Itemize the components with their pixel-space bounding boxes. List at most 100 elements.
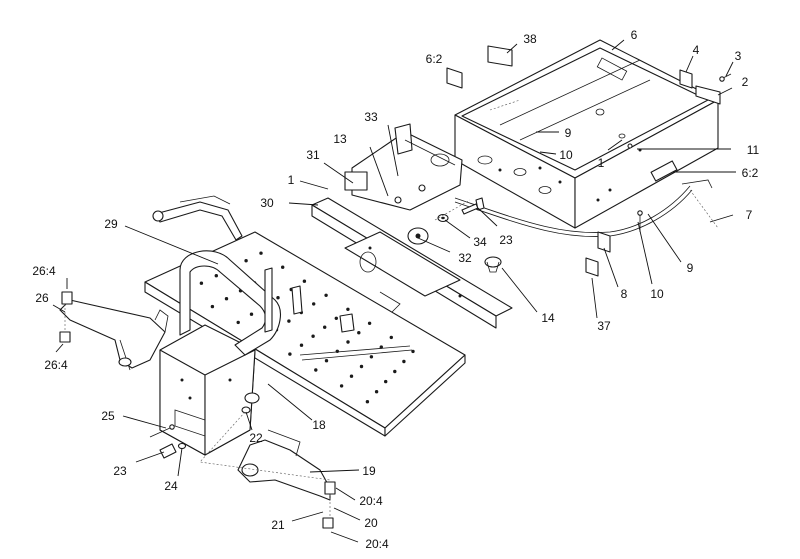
deck-hole xyxy=(374,390,379,394)
deck-hole xyxy=(224,297,229,301)
deck-hole xyxy=(402,359,406,364)
deck-hole xyxy=(249,312,254,316)
callout-labels: 38 6 4 3 2 6:2 33 13 31 1 9 10 1 11 6:2 … xyxy=(32,28,759,551)
callout-7: 7 xyxy=(746,208,753,222)
deck-hole xyxy=(339,384,344,388)
screw-3 xyxy=(722,73,732,79)
deck-hole xyxy=(323,325,327,329)
deck-hole xyxy=(411,349,415,354)
deck-hole xyxy=(281,265,285,269)
deck-hole xyxy=(359,364,364,369)
callout-26: 26 xyxy=(35,291,49,305)
bracket-2 xyxy=(695,85,721,105)
seat-support-bracket xyxy=(344,123,463,211)
callout-6-2-top: 6:2 xyxy=(426,52,443,66)
callout-1-right: 1 xyxy=(598,156,605,170)
deck-hole xyxy=(389,335,393,340)
deck-hole xyxy=(357,331,361,335)
callout-1-left: 1 xyxy=(288,173,295,187)
callout-26-4-top: 26:4 xyxy=(32,264,56,278)
fasteners-bottom xyxy=(149,406,251,459)
callout-13: 13 xyxy=(333,132,347,146)
callout-6: 6 xyxy=(631,28,638,42)
alignment-lines xyxy=(64,99,521,518)
callout-2: 2 xyxy=(742,75,749,89)
deck-hole xyxy=(214,274,218,278)
callout-25: 25 xyxy=(101,409,115,423)
decals-and-brackets xyxy=(446,45,732,105)
callout-11: 11 xyxy=(747,143,760,157)
callout-21: 21 xyxy=(271,518,285,532)
deck-hole xyxy=(199,281,204,285)
seat-adjuster-rod xyxy=(152,195,243,241)
deck-hole xyxy=(393,369,397,374)
callout-3: 3 xyxy=(735,49,742,63)
deck-hole xyxy=(236,320,240,325)
callout-20-4-top: 20:4 xyxy=(359,494,383,508)
deck-brackets xyxy=(264,267,355,333)
deck-hole xyxy=(384,379,388,384)
deck-hole xyxy=(379,345,383,349)
deck-hole xyxy=(259,251,263,255)
callout-8: 8 xyxy=(621,287,628,301)
callout-30: 30 xyxy=(260,196,274,210)
callout-9-top: 9 xyxy=(565,126,572,140)
callout-26-4-bottom: 26:4 xyxy=(44,358,68,372)
deck-hole xyxy=(349,374,354,378)
left-caster-arm xyxy=(59,291,169,371)
callout-18: 18 xyxy=(312,418,326,432)
callout-4: 4 xyxy=(693,43,700,57)
deck-hole xyxy=(288,352,292,356)
deck-hole xyxy=(312,302,316,306)
deck-hole xyxy=(334,316,338,320)
leader-lines xyxy=(52,39,736,543)
callout-32: 32 xyxy=(458,251,472,265)
deck-hole xyxy=(346,340,350,344)
deck-hole xyxy=(369,355,374,359)
deck-hole xyxy=(324,293,328,297)
deck-hole xyxy=(311,334,315,338)
seat-pan-box xyxy=(454,39,719,229)
main-frame-deck xyxy=(144,231,466,437)
callout-9-bottom: 9 xyxy=(687,261,694,275)
callout-6-2-right: 6:2 xyxy=(742,166,759,180)
callout-23-top: 23 xyxy=(499,233,513,247)
callout-38: 38 xyxy=(523,32,537,46)
decal-38 xyxy=(487,45,513,67)
callout-19: 19 xyxy=(362,464,376,478)
decals-lower xyxy=(585,231,611,277)
decal-37 xyxy=(585,257,599,277)
deck-hole xyxy=(365,400,370,404)
deck-hole xyxy=(324,359,329,363)
deck-hole xyxy=(314,368,318,372)
decal-6-2 xyxy=(446,67,463,89)
callout-10-top: 10 xyxy=(559,148,573,162)
callout-31: 31 xyxy=(306,148,320,162)
callout-20: 20 xyxy=(364,516,378,530)
deck-hole xyxy=(210,304,215,309)
decal-8 xyxy=(597,231,611,253)
fasteners-top xyxy=(437,197,502,273)
deck-hole xyxy=(244,259,248,263)
callout-37: 37 xyxy=(597,319,611,333)
seat-rail-assembly xyxy=(311,197,513,329)
deck-hole xyxy=(335,349,339,353)
decal-4 xyxy=(679,69,693,89)
callout-23-bottom: 23 xyxy=(113,464,127,478)
deck-hole xyxy=(276,296,280,300)
callout-14: 14 xyxy=(541,311,555,325)
callout-34: 34 xyxy=(473,235,487,249)
deck-hole xyxy=(302,279,307,283)
deck-hole xyxy=(367,321,372,325)
callout-24: 24 xyxy=(164,479,178,493)
callout-20-4-bottom: 20:4 xyxy=(365,537,389,551)
deck-hole xyxy=(287,319,291,323)
callout-33: 33 xyxy=(364,110,378,124)
callout-22: 22 xyxy=(249,431,263,445)
deck-hole xyxy=(299,343,304,347)
deck-hole xyxy=(346,307,350,311)
callout-10-bottom: 10 xyxy=(650,287,664,301)
callout-29: 29 xyxy=(104,217,118,231)
